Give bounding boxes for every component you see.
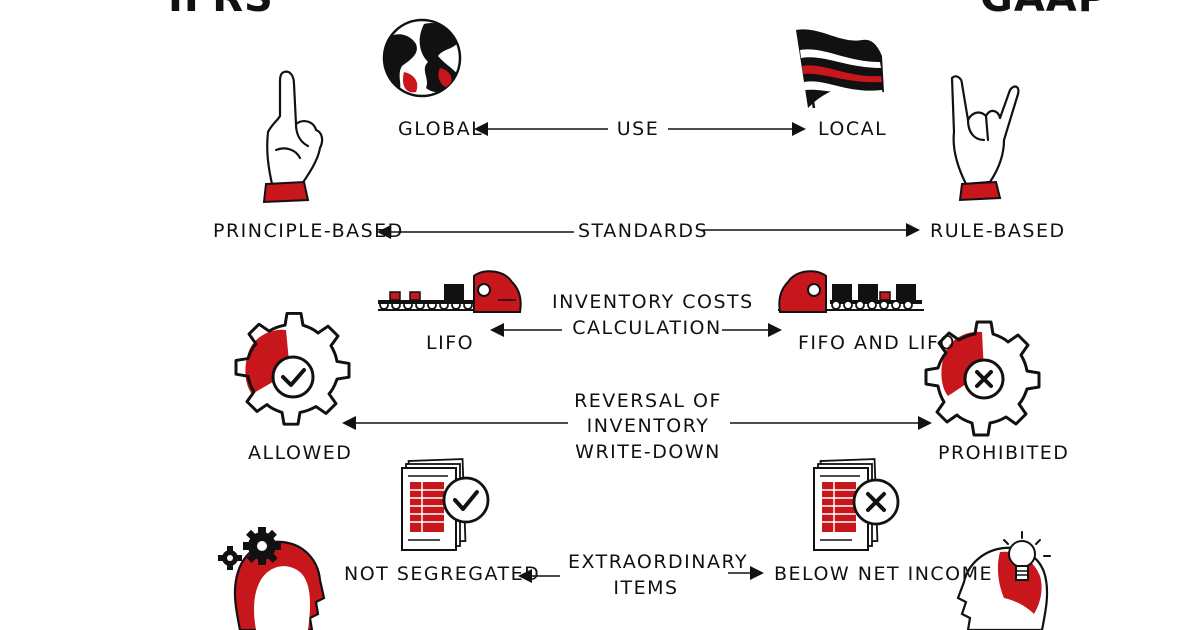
- arrow-use-right: [668, 122, 806, 136]
- topic-use: USE: [616, 118, 660, 140]
- arrow-standards-right: [703, 223, 920, 237]
- arrow-reversal-left: [342, 416, 568, 430]
- label-lifo: LIFO: [426, 332, 475, 354]
- document-cross-icon: [813, 458, 900, 551]
- title-ifrs: IFRS: [168, 0, 274, 18]
- document-check-icon: [401, 458, 490, 551]
- label-local: LOCAL: [818, 118, 888, 140]
- arrow-reversal-right: [730, 416, 932, 430]
- topic-inventory-line2: CALCULATION: [572, 317, 722, 339]
- label-not-segregated: NOT SEGREGATED: [344, 563, 541, 585]
- conveyor-truck-icon-right: [778, 270, 924, 313]
- arrow-inventory-right: [722, 323, 782, 337]
- label-rule-based: RULE-BASED: [930, 220, 1066, 242]
- label-global: GLOBAL: [398, 118, 484, 140]
- topic-reversal-line1: REVERSAL OF: [574, 390, 722, 412]
- label-allowed: ALLOWED: [248, 442, 353, 464]
- gear-cross-icon: [924, 320, 1041, 437]
- globe-icon: [382, 18, 462, 98]
- title-gaap: GAAP: [980, 0, 1108, 18]
- head-lightbulb-icon: [956, 531, 1051, 630]
- topic-standards: STANDARDS: [578, 220, 709, 242]
- gear-check-icon: [234, 311, 351, 426]
- topic-reversal-line3: WRITE-DOWN: [575, 441, 721, 463]
- label-principle-based: PRINCIPLE-BASED: [213, 220, 404, 242]
- arrow-use-left: [474, 122, 608, 136]
- arrow-extraordinary-right: [728, 566, 764, 580]
- arrow-inventory-left: [490, 323, 562, 337]
- topic-inventory-line1: INVENTORY COSTS: [552, 291, 754, 313]
- arrow-standards-left: [377, 225, 574, 239]
- conveyor-truck-icon-left: [378, 270, 522, 313]
- pointing-hand-icon: [262, 70, 324, 204]
- flag-icon: [796, 29, 884, 109]
- label-fifo-and-lifo: FIFO AND LIFO: [798, 332, 956, 354]
- label-prohibited: PROHIBITED: [938, 442, 1070, 464]
- head-gears-icon: [218, 527, 326, 630]
- label-below-net-income: BELOW NET INCOME: [774, 563, 994, 585]
- topic-extraordinary-line2: ITEMS: [613, 577, 679, 599]
- rock-hand-icon: [950, 75, 1020, 202]
- arrow-extraordinary-left: [518, 569, 560, 583]
- topic-extraordinary-line1: EXTRAORDINARY: [568, 551, 749, 573]
- topic-reversal-line2: INVENTORY: [586, 415, 710, 437]
